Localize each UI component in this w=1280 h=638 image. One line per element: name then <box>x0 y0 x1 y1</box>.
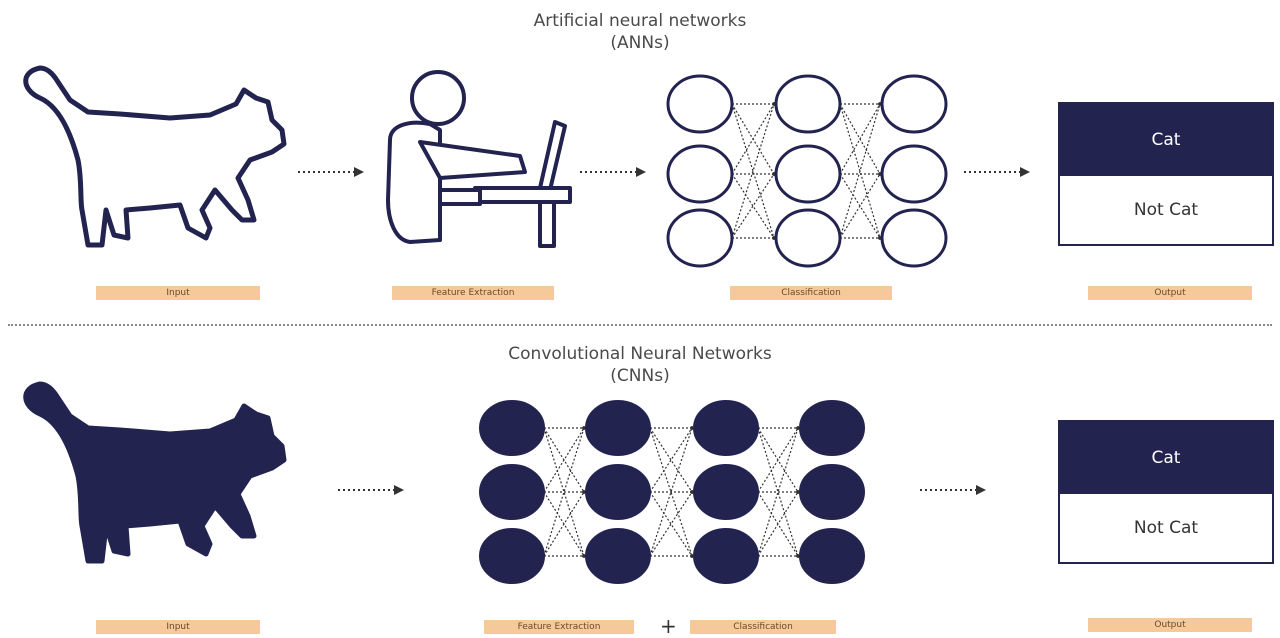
cnn-node <box>585 528 651 584</box>
section-divider <box>8 324 1272 326</box>
cnn-arrowhead <box>690 554 694 558</box>
ann-title-line2: (ANNs) <box>610 33 670 53</box>
cat-outline-icon <box>23 65 287 248</box>
ann-label-classification: Classification <box>730 286 892 300</box>
cnn-node <box>799 528 865 584</box>
ann-output-box: Cat Not Cat <box>1058 102 1274 246</box>
ann-label-output: Output <box>1088 286 1252 300</box>
ann-neural-network-icon <box>666 74 948 268</box>
ann-arrow-2 <box>580 167 646 177</box>
ann-node <box>880 74 948 134</box>
cnn-arrowhead <box>690 490 694 494</box>
cat-silhouette-icon <box>23 381 287 564</box>
cnn-connection <box>649 427 693 557</box>
ann-connection <box>731 173 775 239</box>
cnn-label-feature-extraction: Feature Extraction <box>484 620 634 634</box>
ann-connection <box>839 103 881 239</box>
ann-node <box>774 208 842 268</box>
ann-node <box>774 144 842 204</box>
cnn-connection <box>543 491 585 557</box>
cnn-label-input: Input <box>96 620 260 634</box>
cnn-arrowhead <box>796 554 800 558</box>
cnn-node <box>585 400 651 456</box>
ann-title: Artificial neural networks (ANNs) <box>470 10 810 54</box>
ann-node <box>774 74 842 134</box>
cnn-arrowhead <box>582 554 586 558</box>
ann-node <box>666 144 734 204</box>
ann-connection <box>731 103 775 175</box>
ann-connection <box>731 173 775 239</box>
cnn-arrowhead <box>582 490 586 494</box>
cnn-node <box>479 528 545 584</box>
ann-connection <box>839 173 881 239</box>
ann-connection <box>839 103 881 175</box>
cnn-node <box>479 400 545 456</box>
ann-connection <box>731 103 775 239</box>
cnn-arrowhead <box>582 426 586 430</box>
cnn-arrowhead <box>796 426 800 430</box>
cnn-connection <box>649 427 693 493</box>
ann-node <box>666 74 734 134</box>
ann-node <box>666 208 734 268</box>
ann-node <box>880 208 948 268</box>
cnn-neural-network-icon <box>479 400 865 584</box>
ann-label-feature-extraction: Feature Extraction <box>392 286 554 300</box>
cnn-connection <box>757 491 799 557</box>
cnn-node <box>693 400 759 456</box>
cnn-connection <box>649 427 693 557</box>
cnn-title-line2: (CNNs) <box>610 366 670 386</box>
cnn-arrowhead <box>796 490 800 494</box>
ann-connection <box>731 103 775 239</box>
ann-node <box>880 144 948 204</box>
cnn-label-output: Output <box>1088 618 1252 632</box>
ann-output-cat: Cat <box>1060 104 1272 176</box>
cnn-arrow-1 <box>338 485 404 495</box>
ann-label-input: Input <box>96 286 260 300</box>
cnn-node <box>693 464 759 520</box>
cnn-node <box>479 464 545 520</box>
cnn-output-cat: Cat <box>1060 422 1272 494</box>
ann-arrow-3 <box>964 167 1030 177</box>
plus-sign: + <box>660 614 677 638</box>
cnn-output-not-cat: Not Cat <box>1133 518 1199 538</box>
person-at-laptop-icon <box>386 70 572 248</box>
cnn-node <box>799 464 865 520</box>
cnn-node <box>585 464 651 520</box>
cnn-output-box: Cat Not Cat <box>1058 420 1274 564</box>
cnn-connection <box>649 491 693 557</box>
cnn-arrow-2 <box>920 485 986 495</box>
ann-arrow-1 <box>298 167 364 177</box>
cnn-label-classification: Classification <box>690 620 836 634</box>
cnn-connection <box>757 427 799 493</box>
cnn-node <box>693 528 759 584</box>
cnn-connection <box>649 491 693 557</box>
cnn-arrowhead <box>690 426 694 430</box>
cnn-title: Convolutional Neural Networks (CNNs) <box>440 343 840 387</box>
cnn-node <box>799 400 865 456</box>
cnn-connection <box>543 427 585 493</box>
ann-title-line1: Artificial neural networks <box>533 11 747 31</box>
cnn-title-line1: Convolutional Neural Networks <box>508 344 772 364</box>
ann-output-not-cat: Not Cat <box>1133 200 1199 220</box>
cnn-connection <box>649 427 693 493</box>
